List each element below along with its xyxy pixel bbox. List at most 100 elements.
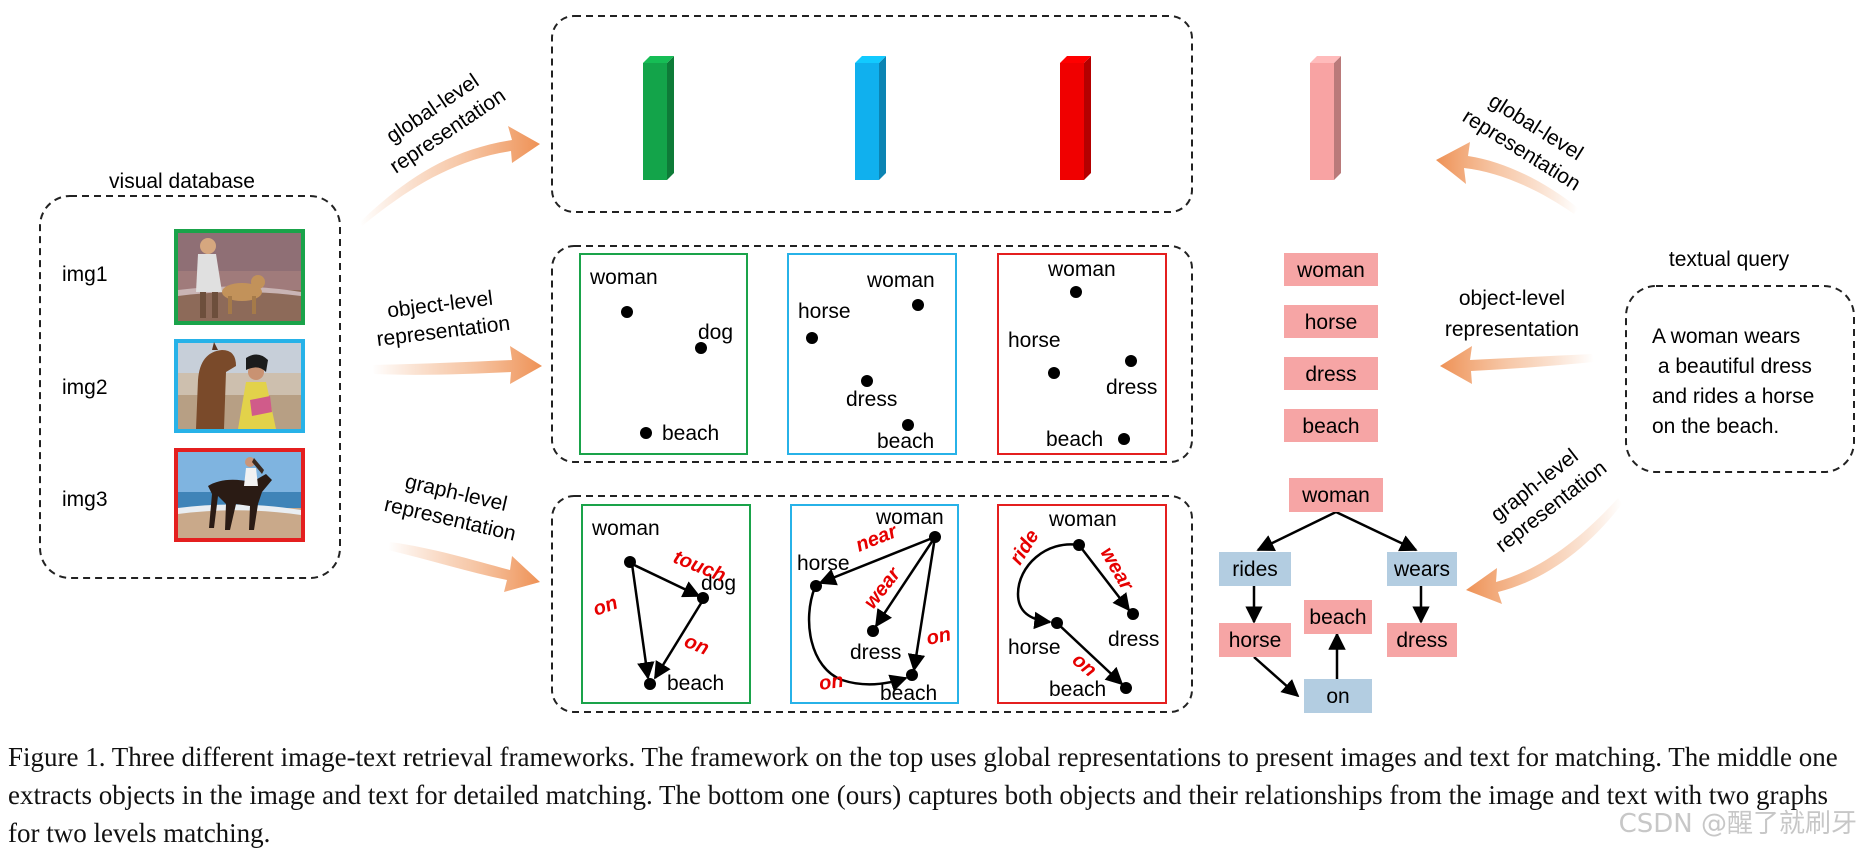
watermark: CSDN @醒了就刷牙 [1618, 809, 1857, 839]
object-label: dress [846, 388, 897, 411]
graph-edge [907, 536, 937, 672]
object-panel-img3: woman horse dress beach [997, 253, 1167, 455]
graph-node-point [906, 669, 918, 681]
graph-node-label: dress [1108, 628, 1159, 651]
visual-database: visual database img1 img2 img3 [39, 170, 341, 579]
graph-relation-label: wear [860, 563, 906, 613]
object-label: horse [1008, 329, 1061, 352]
textual-query: textual query A woman wears a beautiful … [1625, 248, 1855, 473]
graph-node-point [697, 592, 709, 604]
object-level-arrow-left: object-level representation [372, 287, 542, 384]
graph-node-point [867, 625, 879, 637]
img2-label: img2 [62, 376, 108, 399]
text-graph-object-box [1289, 478, 1383, 512]
text-object-label: woman [1296, 259, 1365, 282]
img3-thumbnail [174, 448, 305, 542]
object-panel-img2: woman horse dress beach [787, 253, 957, 455]
img2-thumbnail [174, 339, 305, 433]
text-graph-relation-box [1304, 679, 1372, 713]
object-point [1048, 367, 1060, 379]
object-label: woman [1047, 258, 1116, 281]
object-point [912, 299, 924, 311]
graph-edge [653, 599, 705, 680]
graph-node-label: woman [875, 506, 944, 529]
object-label: beach [877, 430, 934, 453]
graph-edge [630, 563, 655, 680]
text-graph-node-label: horse [1229, 629, 1282, 652]
text-scene-graph: woman rides wears horse beach dress on [1219, 478, 1457, 713]
text-graph-node-label: dress [1396, 629, 1447, 652]
img1-label: img1 [62, 263, 108, 286]
graph-node-point [929, 531, 941, 543]
graph-node-point [1127, 608, 1139, 620]
graph-node-label: dress [850, 641, 901, 664]
object-level-arrow-right: object-level representation [1440, 287, 1594, 384]
graph-edge [631, 562, 701, 598]
textual-query-line: on the beach. [1652, 415, 1779, 438]
text-object-label: dress [1305, 363, 1356, 386]
object-label: horse [798, 300, 851, 323]
text-object-label: horse [1305, 311, 1358, 334]
object-label: woman [866, 269, 935, 292]
object-level-frame [551, 245, 1193, 463]
text-object-box [1284, 253, 1378, 286]
graph-relation-label: on [1068, 649, 1101, 682]
object-panel-frame [787, 253, 957, 455]
graph-level-arrow-left: graph-level representation [382, 470, 540, 592]
visual-database-frame [39, 195, 341, 579]
graph-node-point [810, 580, 822, 592]
textual-query-title: textual query [1669, 248, 1790, 271]
textual-query-line: a beautiful dress [1652, 355, 1812, 378]
graph-panel-frame [790, 504, 959, 704]
graph-level-frame [551, 495, 1193, 713]
text-object-box [1284, 305, 1378, 338]
global-feature-bars [643, 56, 1341, 180]
graph-node-point [644, 678, 656, 690]
object-point [902, 419, 914, 431]
graph-relation-label: on [924, 623, 952, 650]
text-graph-object-box [1387, 623, 1457, 657]
global-feature-bar [1310, 56, 1341, 180]
text-graph-relation-box [1387, 552, 1457, 586]
graph-panel-img2: woman horse dress beach near wear on on [790, 504, 959, 705]
object-panel-img1: woman dog beach [579, 253, 748, 455]
object-point [861, 375, 873, 387]
object-level-row: woman dog beach woman horse dress beach … [551, 245, 1193, 463]
text-graph-edge [1253, 656, 1300, 698]
graph-panel-img3: woman horse dress beach ride wear on [997, 504, 1167, 704]
object-panel-frame [997, 253, 1167, 455]
graph-panel-frame [997, 504, 1167, 704]
graph-edge [1016, 543, 1080, 630]
graph-node-label: beach [1049, 678, 1106, 701]
graph-edge [818, 535, 936, 586]
img3-label: img3 [62, 488, 108, 511]
object-label: dog [698, 321, 733, 344]
object-label: beach [662, 422, 719, 445]
object-level-label-right: object-level [1459, 287, 1565, 310]
img1-thumbnail [174, 229, 305, 325]
text-object-box [1284, 357, 1378, 390]
text-graph-object-box [1219, 623, 1291, 657]
graph-node-label: beach [667, 672, 724, 695]
object-label: woman [589, 266, 658, 289]
text-graph-edge [1335, 510, 1418, 552]
textual-query-frame [1625, 285, 1855, 473]
graph-edge [807, 586, 908, 692]
graph-relation-label: wear [1096, 544, 1138, 596]
text-graph-relation-box [1219, 552, 1291, 586]
object-point [806, 332, 818, 344]
text-graph-relation-label: wears [1393, 558, 1450, 581]
graph-node-point [1073, 539, 1085, 551]
graph-relation-label: on [590, 592, 620, 621]
text-object-box [1284, 409, 1378, 442]
graph-node-point [624, 556, 636, 568]
object-panel-frame [579, 253, 748, 455]
global-level-row [551, 15, 1341, 213]
textual-query-line: and rides a horse [1652, 385, 1814, 408]
figure-caption: Figure 1. Three different image-text ret… [8, 742, 1838, 848]
object-point [1118, 433, 1130, 445]
graph-panel-frame [581, 504, 751, 704]
graph-relation-label: on [681, 630, 712, 660]
graph-level-arrow-right: graph-level representation [1466, 444, 1622, 604]
graph-panel-img1: woman dog beach touch on on [581, 504, 751, 704]
